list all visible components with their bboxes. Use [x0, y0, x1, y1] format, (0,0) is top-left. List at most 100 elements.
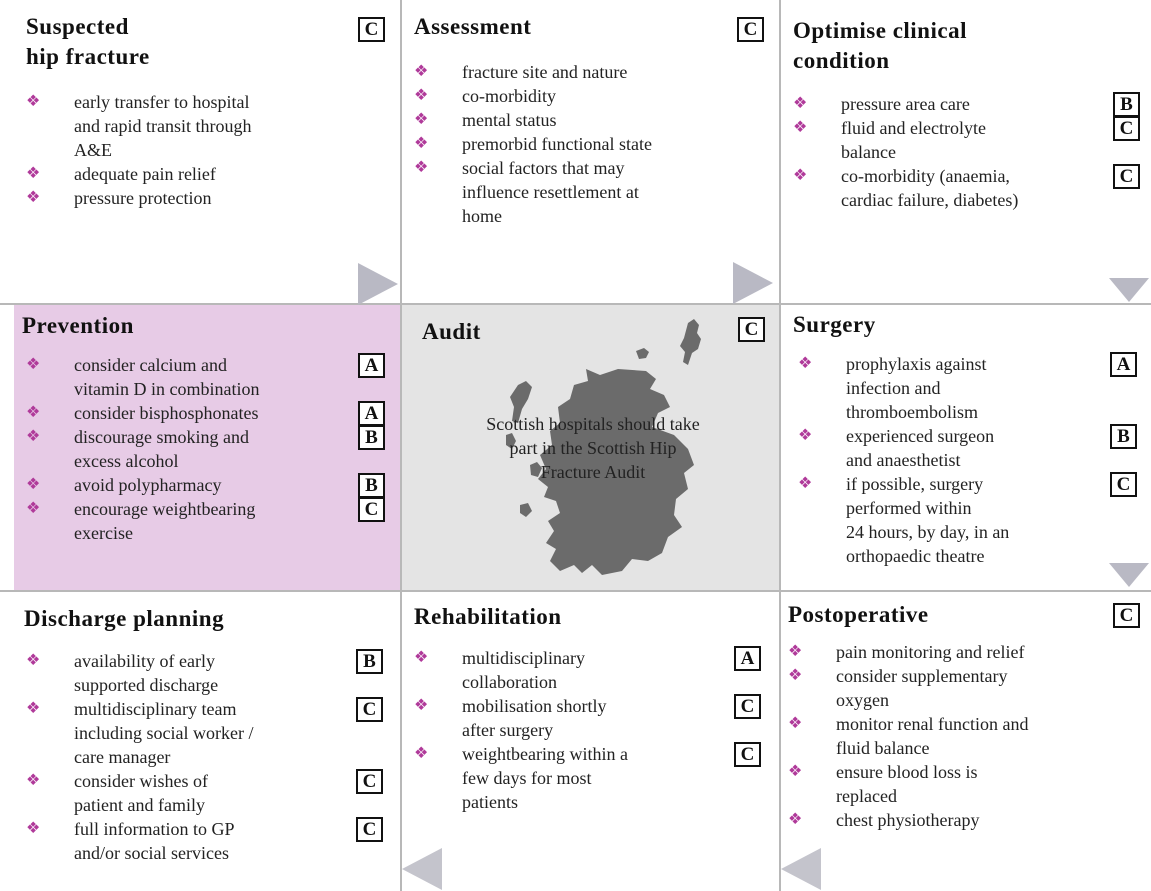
audit-title: Audit	[422, 319, 481, 344]
bullet-icon: ❖	[26, 820, 41, 837]
bullet-icon: ❖	[793, 95, 808, 112]
bullet-icon: ❖	[26, 500, 41, 517]
grade-badge: C	[737, 17, 764, 42]
postoperative-item-text: replaced	[836, 786, 897, 806]
surgery-item-text: orthopaedic theatre	[846, 546, 985, 566]
audit-description: Scottish hospitals should take part in t…	[486, 414, 700, 482]
grade-badge: B	[1110, 424, 1137, 449]
scotland-map-icon	[506, 319, 701, 575]
postoperative-item-text: monitor renal function and	[836, 714, 1029, 734]
assessment-item-text: fracture site and nature	[462, 62, 628, 82]
rehabilitation-item-text: after surgery	[462, 720, 554, 740]
optimise-item-text: fluid and electrolyte	[841, 118, 986, 138]
optimise-item-text: pressure area care	[841, 94, 970, 114]
discharge-item-text: including social worker /	[74, 723, 254, 743]
grade-badge: C	[738, 317, 765, 342]
bullet-icon: ❖	[414, 649, 429, 666]
grade-badge: C	[356, 697, 383, 722]
bullet-icon: ❖	[793, 119, 808, 136]
bullet-icon: ❖	[788, 643, 803, 660]
grade-badge: A	[1110, 352, 1137, 377]
rehabilitation-item-text: few days for most	[462, 768, 592, 788]
surgery-item-text: and anaesthetist	[846, 450, 961, 470]
rehabilitation-title: Rehabilitation	[414, 604, 562, 629]
grade-badge: B	[356, 649, 383, 674]
bullet-icon: ❖	[788, 763, 803, 780]
prevention-item-text: consider bisphosphonates	[74, 403, 259, 423]
suspected-item-text: early transfer to hospital	[74, 92, 250, 112]
bullet-icon: ❖	[414, 111, 429, 128]
prevention-item-text: discourage smoking and	[74, 427, 249, 447]
suspected-item-text: pressure protection	[74, 188, 212, 208]
grid-divider-horizontal	[0, 590, 1151, 592]
prevention-title: Prevention	[22, 313, 134, 338]
surgery-item-text: experienced surgeon	[846, 426, 995, 446]
suspected-item-text: and rapid transit through	[74, 116, 252, 136]
assessment-item-text: co-morbidity	[462, 86, 556, 106]
bullet-icon: ❖	[26, 93, 41, 110]
optimise-item-text: cardiac failure, diabetes)	[841, 190, 1019, 210]
rehabilitation-item-text: collaboration	[462, 672, 557, 692]
bullet-icon: ❖	[26, 356, 41, 373]
bullet-icon: ❖	[26, 404, 41, 421]
optimise-clinical-condition-title: Optimise clinical condition	[793, 18, 967, 73]
discharge-item-text: full information to GP	[74, 819, 235, 839]
optimise-clinical-condition-list: ❖ pressure area care B ❖ fluid and electroly…	[793, 92, 1140, 212]
suspected-list-item: ❖ pressure protection	[26, 186, 386, 210]
optimise-item-text: co-morbidity (anaemia,	[841, 166, 1010, 186]
grade-badge: C	[734, 742, 761, 767]
discharge-item-text: multidisciplinary team	[74, 699, 237, 719]
assessment-item-text: social factors that may	[462, 158, 625, 178]
grade-badge: C	[356, 769, 383, 794]
assessment-item-text: premorbid functional state	[462, 134, 652, 154]
bullet-icon: ❖	[414, 745, 429, 762]
grid-divider-horizontal	[0, 303, 1151, 305]
grade-badge: C	[358, 17, 385, 42]
surgery-title: Surgery	[793, 312, 876, 337]
grade-badge: C	[1113, 116, 1140, 141]
bullet-icon: ❖	[26, 189, 41, 206]
postoperative-list-item: ❖chest physiotherapy	[788, 808, 1148, 832]
prevention-item-text: encourage weightbearing	[74, 499, 256, 519]
grade-badge: B	[358, 473, 385, 498]
bullet-icon: ❖	[26, 652, 41, 669]
assessment-list-item: ❖co-morbidity	[414, 84, 774, 108]
grade-badge: C	[1113, 164, 1140, 189]
prevention-item-text: vitamin D in combination	[74, 379, 260, 399]
bullet-icon: ❖	[414, 135, 429, 152]
surgery-item-text: performed within	[846, 498, 972, 518]
postoperative-item-text: ensure blood loss is	[836, 762, 978, 782]
postoperative-item-text: fluid balance	[836, 738, 930, 758]
postoperative-list-item: ❖ ensure blood loss is replaced	[788, 760, 1148, 808]
grade-badge: B	[358, 425, 385, 450]
postoperative-item-text: chest physiotherapy	[836, 810, 980, 830]
postoperative-list: ❖pain monitoring and relief❖consider sup…	[788, 640, 1148, 832]
arrow-left-icon	[402, 848, 442, 890]
postoperative-item-text: pain monitoring and relief	[836, 642, 1025, 662]
grade-badge: A	[734, 646, 761, 671]
bullet-icon: ❖	[798, 355, 813, 372]
suspected-item-text: A&E	[74, 140, 112, 160]
grade-badge: B	[1113, 92, 1140, 117]
arrow-down-icon	[1109, 563, 1149, 587]
assessment-item-text: home	[462, 206, 502, 226]
bullet-icon: ❖	[26, 772, 41, 789]
suspected-hip-fracture-title: Suspected hip fracture	[26, 14, 150, 69]
prevention-cell	[14, 305, 400, 590]
